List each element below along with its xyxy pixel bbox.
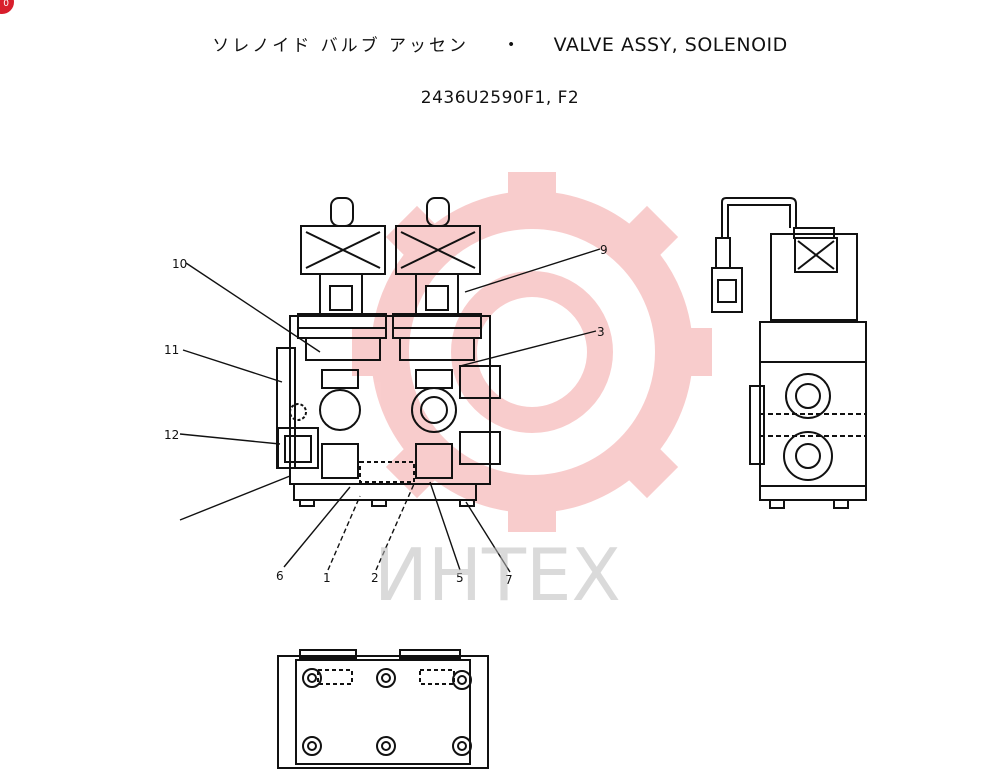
callout-6: 6 [276,569,284,583]
leader-lines [179,248,601,573]
callout-1: 1 [323,571,331,585]
callout-3: 3 [597,325,605,339]
callout-11: 12 [164,428,179,442]
callout-labels: 10 11 12 9 3 6 1 2 5 7 [164,243,608,587]
bottom-view [277,649,489,769]
callout-8: 9 [600,243,608,257]
title-english: VALVE ASSY, SOLENOID [553,34,788,56]
solenoid-right [392,197,482,361]
diagram-title: ソレノイド バルブ アッセン ・ VALVE ASSY, SOLENOID [0,30,1000,57]
watermark-text: ИНТЕХ [374,533,621,617]
side-view [711,197,867,509]
title-japanese: ソレノイド バルブ アッセン [212,36,470,56]
bolt-holes [302,668,472,756]
front-view [276,197,501,507]
callout-9: 10 [172,257,187,271]
callout-5: 5 [456,571,464,585]
valve-body [276,315,501,507]
solenoid-left [297,197,387,361]
callout-2: 2 [371,571,379,585]
watermark-gear-icon [352,172,712,532]
callout-10: 11 [164,343,179,357]
callout-7: 7 [505,573,513,587]
part-number: 2436U2590F1, F2 [420,88,580,108]
title-separator: ・ [501,34,522,56]
